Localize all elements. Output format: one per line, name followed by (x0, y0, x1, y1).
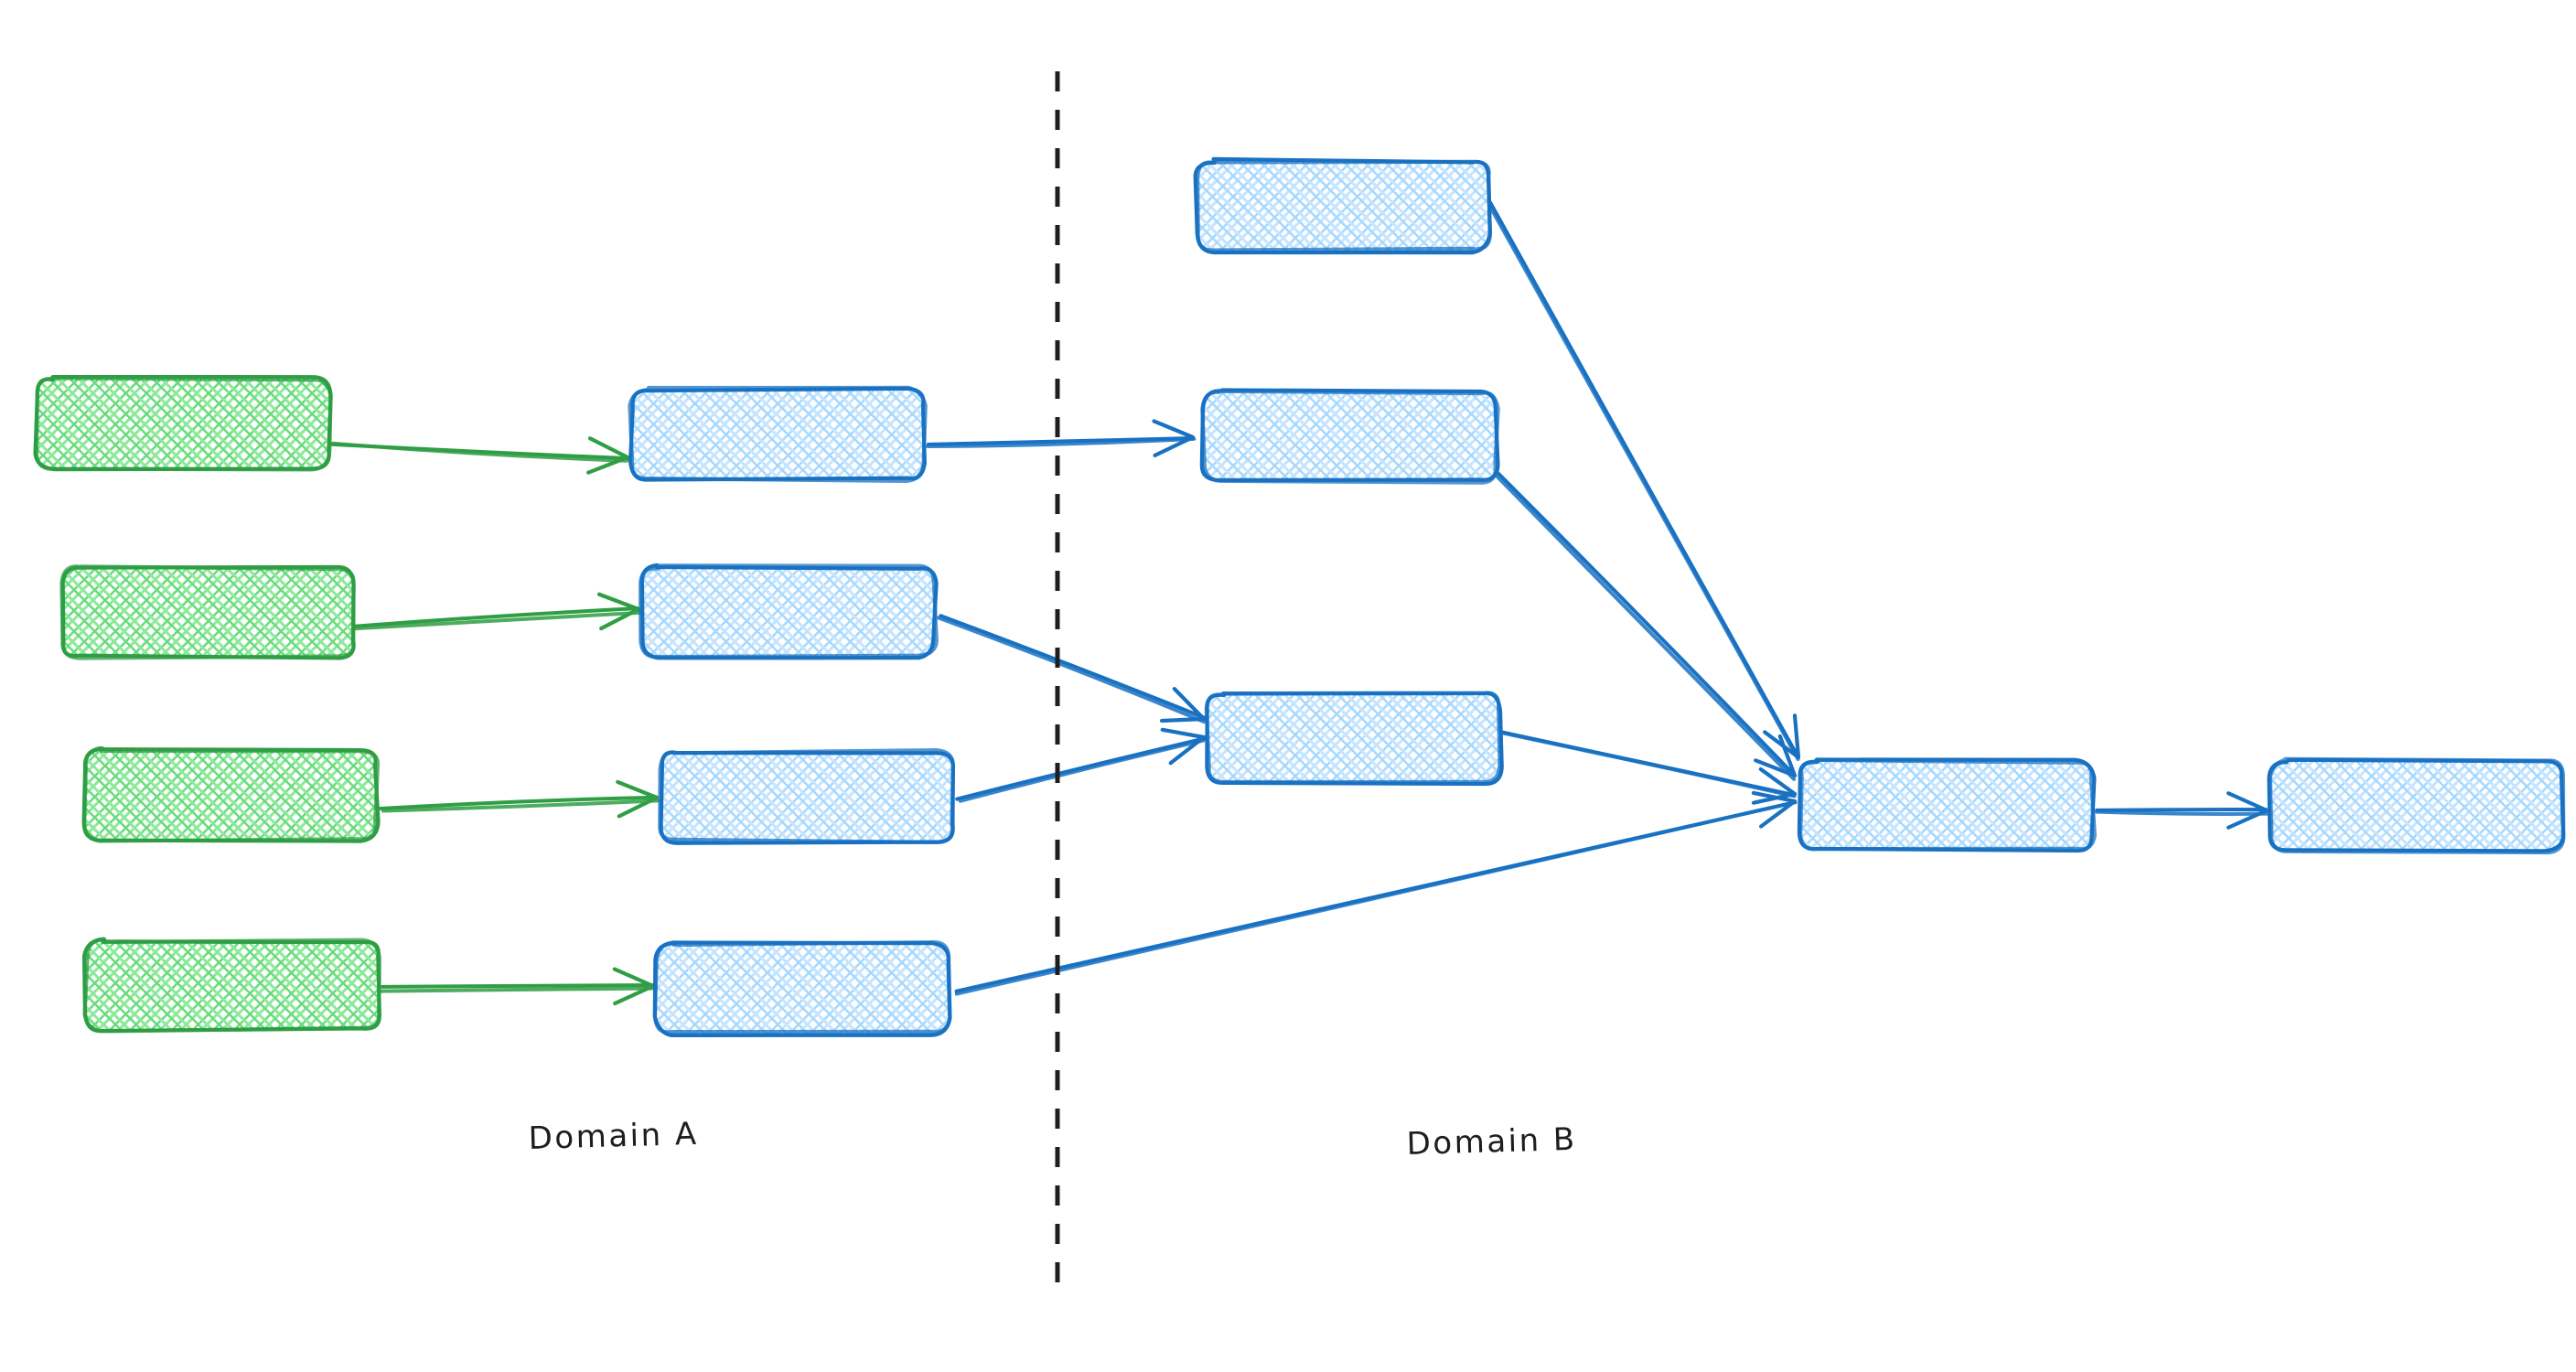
edge-arrowhead (1763, 713, 1801, 760)
edge-shaft (958, 738, 1206, 803)
edge-b3-to-hub[interactable] (1497, 729, 1798, 805)
edge-b2-to-hub[interactable] (1496, 470, 1798, 781)
edges-layer (328, 200, 2270, 1006)
edge-shaft (379, 986, 656, 993)
edge-b1-to-hub[interactable] (1487, 200, 1801, 761)
edge-shaft (2095, 808, 2268, 812)
node-outline (82, 937, 381, 1034)
node-a2[interactable] (59, 564, 356, 660)
node-b2[interactable] (1199, 388, 1500, 485)
node-fill-hatch-b (660, 752, 953, 841)
node-outline (628, 385, 928, 483)
edge-arrowhead (1159, 687, 1207, 724)
node-outline (34, 376, 333, 472)
node-fill-hatch-b (642, 567, 935, 657)
edge-arrowhead (1160, 727, 1207, 766)
node-outline (59, 564, 356, 660)
edge-arrowhead (1751, 766, 1798, 805)
node-fill-hatch-b (84, 750, 377, 840)
edge-a1-to-m1[interactable] (328, 436, 630, 475)
node-fill-hatch-b (37, 379, 329, 468)
node-outline (1196, 159, 1492, 252)
edge-arrowhead (596, 592, 641, 631)
edge-m2-to-b3[interactable] (937, 614, 1208, 724)
edge-arrowhead (586, 436, 630, 475)
node-m3[interactable] (658, 747, 955, 845)
node-fill-hatch-b (657, 944, 950, 1034)
edge-hub-to-out[interactable] (2095, 791, 2270, 830)
edge-arrowhead (612, 967, 656, 1006)
node-outline (82, 745, 381, 843)
edge-m3-to-b3[interactable] (955, 727, 1208, 803)
edge-shaft (926, 436, 1197, 448)
node-fill-hatch-b (1204, 391, 1497, 481)
edge-arrowhead (2226, 791, 2270, 830)
edge-shaft (381, 799, 660, 813)
edge-shaft (1498, 731, 1797, 799)
node-b3[interactable] (1204, 691, 1504, 787)
node-m4[interactable] (652, 940, 952, 1038)
edge-a2-to-m2[interactable] (354, 592, 642, 631)
edge-shaft (1496, 475, 1797, 781)
edge-shaft (1487, 201, 1800, 761)
edge-arrowhead (1754, 734, 1798, 778)
node-outline (1204, 691, 1502, 785)
edge-shaft (354, 610, 642, 631)
node-fill-hatch-b (86, 940, 379, 1030)
node-outline (658, 747, 955, 845)
node-out[interactable] (2267, 756, 2566, 855)
edge-arrowhead (1152, 419, 1196, 458)
node-b1[interactable] (1193, 156, 1492, 255)
edge-a3-to-m3[interactable] (379, 779, 660, 819)
edge-shaft (1496, 470, 1797, 777)
node-fill-hatch-b (1208, 693, 1500, 783)
node-fill-hatch-b (2270, 761, 2563, 851)
node-fill-hatch-b (1800, 761, 2093, 851)
node-hub[interactable] (1797, 757, 2097, 853)
edge-m4-to-hub[interactable] (954, 790, 1798, 996)
node-m1[interactable] (628, 385, 928, 483)
edge-arrowhead (1751, 790, 1798, 829)
labels-layer: Domain A Domain B (528, 1116, 1577, 1163)
node-fill-hatch-b (631, 390, 924, 479)
edge-shaft (2095, 809, 2270, 816)
node-outline (652, 940, 952, 1034)
edge-shaft (954, 800, 1798, 996)
nodes-layer (33, 156, 2566, 1038)
edge-shaft (937, 616, 1206, 724)
node-a3[interactable] (81, 745, 381, 843)
label-domain-a: Domain A (528, 1116, 699, 1157)
edge-shaft (939, 614, 1208, 720)
node-outline (1200, 389, 1500, 485)
node-m2[interactable] (639, 563, 939, 660)
edge-shaft (381, 983, 655, 989)
edge-a4-to-m4[interactable] (379, 967, 656, 1006)
edge-m1-to-b2[interactable] (926, 419, 1197, 458)
edge-shaft (330, 441, 629, 463)
node-a1[interactable] (33, 375, 333, 472)
node-outline (639, 563, 939, 659)
node-outline (2268, 756, 2566, 855)
node-outline (1798, 757, 2097, 852)
edge-shaft (354, 606, 639, 628)
label-domain-b: Domain B (1406, 1121, 1577, 1163)
node-fill-hatch-b (62, 567, 355, 657)
node-fill-hatch-b (1197, 161, 1489, 251)
node-a4[interactable] (81, 937, 381, 1034)
edge-shaft (379, 795, 660, 810)
edge-arrowhead (616, 779, 660, 819)
